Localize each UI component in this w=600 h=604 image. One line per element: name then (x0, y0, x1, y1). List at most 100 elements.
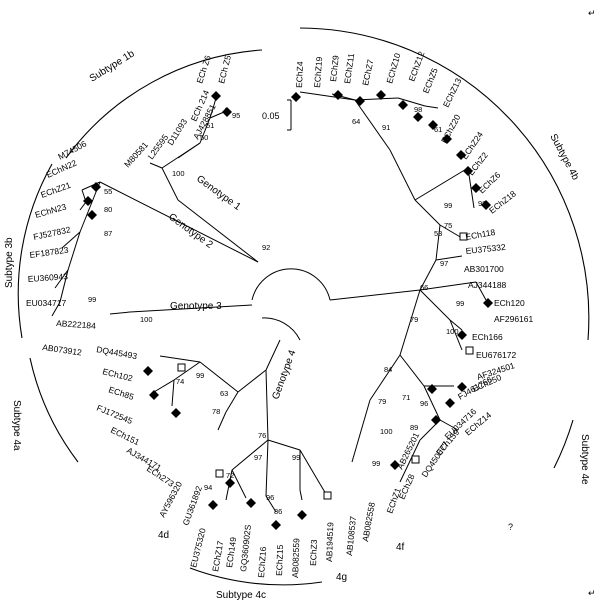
svg-text:55: 55 (104, 187, 112, 196)
subtype-1b-arc (65, 49, 263, 159)
subtype-4c-arc (189, 567, 323, 586)
svg-text:EChZ3: EChZ3 (308, 539, 319, 566)
stray-question-mark: ? (508, 522, 513, 532)
svg-text:98: 98 (478, 199, 486, 208)
svg-text:100: 100 (446, 327, 459, 336)
subtype-1b-label: Subtype 1b (88, 48, 137, 84)
subtype-4b-arc (299, 27, 590, 341)
subtype-4a-label: Subtype 4a (11, 400, 22, 451)
svg-text:ECh85: ECh85 (107, 384, 135, 402)
svg-text:51: 51 (206, 121, 214, 130)
svg-text:EChZ6: EChZ6 (476, 170, 502, 196)
subtype-3b-arc (17, 163, 53, 339)
svg-text:84: 84 (384, 365, 392, 374)
subtype-4e-arc (553, 419, 574, 469)
svg-text:EChZ18: EChZ18 (487, 188, 518, 215)
svg-text:EChZ10: EChZ10 (384, 52, 402, 85)
genotype-2-label: Genotype 2 (166, 212, 215, 252)
subtype-4a-arc (29, 357, 79, 463)
root-arc (251, 268, 331, 301)
diamond-markers (83, 90, 493, 530)
svg-text:99: 99 (292, 453, 300, 462)
svg-text:ECh120: ECh120 (494, 298, 525, 308)
svg-text:AB301700: AB301700 (464, 264, 504, 274)
corner-return-mark: ↵ (588, 8, 596, 18)
subtype-3b-label: Subtype 3b (4, 237, 15, 288)
svg-text:99: 99 (444, 201, 452, 210)
svg-text:AB222184: AB222184 (56, 318, 97, 331)
svg-text:100: 100 (380, 427, 393, 436)
svg-text:97: 97 (254, 453, 262, 462)
svg-text:AB108537: AB108537 (344, 515, 358, 556)
svg-text:EF187823: EF187823 (29, 245, 70, 260)
svg-text:EChN23: EChN23 (34, 201, 68, 220)
scale-bar-label: 0.05 (262, 111, 280, 121)
svg-text:EChZ21: EChZ21 (39, 180, 72, 200)
genotype-1-label: Genotype 1 (194, 174, 243, 214)
svg-text:80: 80 (104, 205, 112, 214)
svg-text:94: 94 (204, 483, 212, 492)
svg-text:ECh Z6: ECh Z6 (194, 54, 212, 85)
svg-text:DQ445493: DQ445493 (96, 344, 138, 361)
svg-text:97: 97 (440, 259, 448, 268)
svg-text:EChZ4: EChZ4 (294, 61, 305, 88)
svg-text:ECh151: ECh151 (109, 425, 141, 448)
svg-text:EChZ19: EChZ19 (312, 56, 324, 88)
svg-text:AB073912: AB073912 (42, 342, 83, 357)
svg-text:96: 96 (266, 493, 274, 502)
subtype-4b-label: Subtype 4b (547, 132, 581, 182)
svg-text:EChZ8: EChZ8 (397, 472, 417, 500)
svg-text:D11093: D11093 (165, 117, 189, 147)
svg-text:79: 79 (378, 397, 386, 406)
svg-text:ECh166: ECh166 (472, 332, 503, 342)
svg-text:AB082559: AB082559 (290, 538, 301, 578)
svg-text:72: 72 (226, 471, 234, 480)
svg-text:EU360943: EU360943 (27, 271, 68, 284)
svg-text:EChZ7: EChZ7 (360, 58, 375, 86)
svg-text:64: 64 (352, 117, 360, 126)
svg-text:99: 99 (88, 295, 96, 304)
svg-text:98: 98 (414, 105, 422, 114)
leaf-labels: ECh Z6 ECh Z5 ECh 214 AJ428851 D11093 L2… (26, 50, 533, 578)
svg-text:95: 95 (232, 111, 240, 120)
svg-text:GQ360902S: GQ360902S (238, 524, 253, 572)
svg-text:AF296161: AF296161 (494, 314, 533, 324)
subtype-4g-label: 4g (336, 572, 347, 583)
svg-text:ECh102: ECh102 (102, 366, 134, 383)
genotype-3-label: Genotype 3 (170, 301, 222, 312)
svg-text:EU034717: EU034717 (26, 298, 66, 308)
svg-text:100: 100 (172, 169, 185, 178)
bootstrap-values: 95 51 50 100 55 80 87 92 99 100 64 91 98… (88, 105, 486, 516)
svg-text:91: 91 (382, 123, 390, 132)
svg-text:99: 99 (196, 371, 204, 380)
subtype-4c-label: Subtype 4c (216, 590, 266, 601)
svg-text:79: 79 (410, 315, 418, 324)
svg-text:EU676172: EU676172 (476, 350, 516, 360)
subtype-4f-label: 4f (396, 542, 405, 553)
svg-text:FJ172545: FJ172545 (95, 403, 134, 427)
svg-text:92: 92 (262, 243, 270, 252)
svg-text:ECh Z5: ECh Z5 (216, 54, 233, 85)
svg-text:75: 75 (444, 221, 452, 230)
svg-text:61: 61 (434, 125, 442, 134)
square-markers (177, 232, 474, 500)
svg-text:99: 99 (372, 459, 380, 468)
svg-text:EChZ11: EChZ11 (342, 52, 356, 84)
svg-text:86: 86 (274, 507, 282, 516)
svg-text:AB082558: AB082558 (360, 501, 377, 542)
svg-text:63: 63 (220, 389, 228, 398)
svg-text:EU375320: EU375320 (188, 527, 207, 569)
svg-text:89: 89 (410, 423, 418, 432)
svg-text:96: 96 (420, 399, 428, 408)
svg-text:AJ344188: AJ344188 (468, 280, 507, 290)
svg-text:EChZ13: EChZ13 (441, 76, 464, 109)
svg-text:78: 78 (212, 407, 220, 416)
svg-text:66: 66 (420, 283, 428, 292)
svg-text:AB194519: AB194519 (324, 522, 335, 562)
genotype-4-label: Genotype 4 (270, 348, 298, 401)
svg-text:FJ527832: FJ527832 (32, 224, 71, 242)
subtype-4d-label: 4d (158, 530, 169, 541)
svg-text:GU361892: GU361892 (180, 484, 204, 526)
svg-text:EChZ16: EChZ16 (256, 546, 268, 578)
